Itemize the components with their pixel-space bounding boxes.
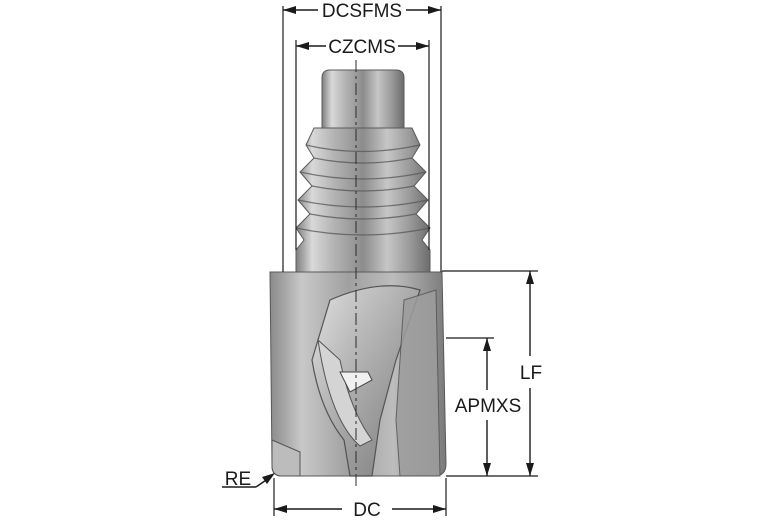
label-apmxs: APMXS (455, 396, 522, 417)
dim-dcsfms: DCSFMS (282, 1, 442, 272)
thread-ridges (295, 144, 431, 236)
label-lf: LF (520, 363, 542, 384)
shank-top (321, 69, 405, 129)
dim-dc: DC (273, 478, 447, 521)
label-czcms: CZCMS (328, 37, 396, 58)
label-re: RE (225, 469, 251, 490)
flute-right (395, 289, 441, 477)
label-dc: DC (353, 500, 380, 521)
label-dcsfms: DCSFMS (322, 1, 402, 22)
dim-re: RE (222, 469, 275, 490)
dim-apmxs: APMXS (446, 337, 522, 476)
dim-lf: LF (442, 270, 542, 477)
thread-section (295, 127, 431, 273)
corner-chamfer (271, 439, 301, 477)
cutter-body (269, 60, 447, 486)
dim-czcms: CZCMS (295, 37, 430, 250)
